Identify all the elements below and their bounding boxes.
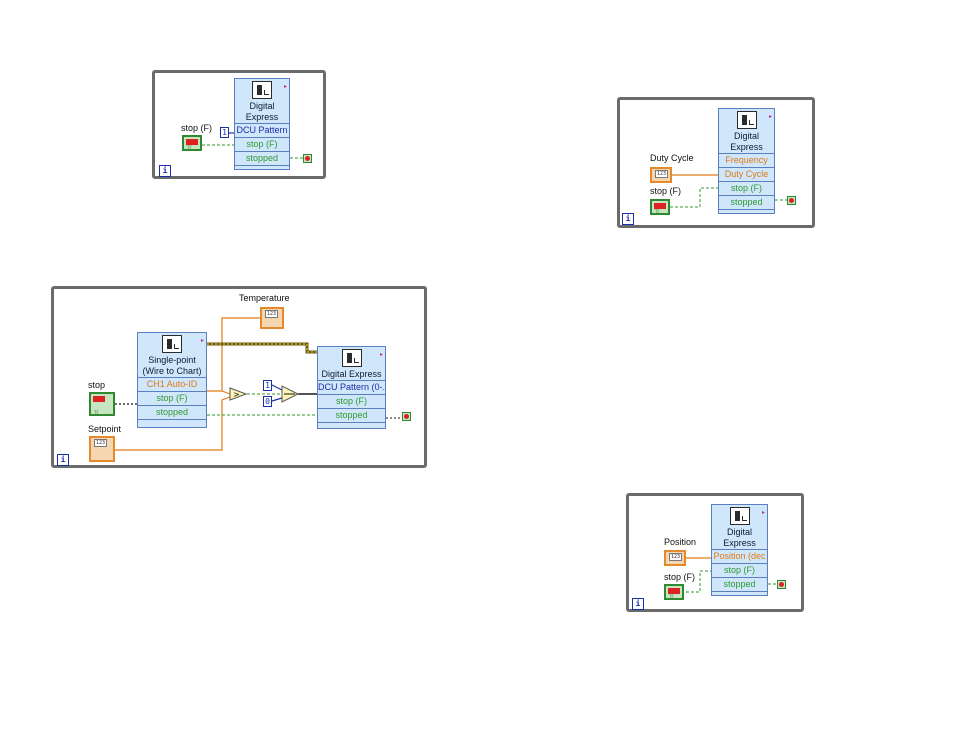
express-expand-handle[interactable]: [138, 419, 206, 426]
digital-express-icon: [252, 81, 272, 99]
express-block-header: Digital Express: [719, 111, 774, 153]
digital-express-icon: [341, 349, 362, 367]
stop-indicator[interactable]: [787, 196, 796, 205]
express-block-header: Digital Express: [318, 349, 385, 380]
express-row-stop[interactable]: stop (F): [318, 394, 385, 408]
stop-control-label: stop: [88, 380, 106, 390]
express-row-stopped[interactable]: stopped: [712, 577, 767, 591]
express-row-dcu-pattern[interactable]: DCU Pattern: [235, 123, 289, 135]
numeric-constant[interactable]: 1: [220, 127, 229, 138]
numeric-constant-0[interactable]: 0: [263, 396, 272, 407]
express-block-header: Single-point (Wire to Chart): [138, 335, 206, 377]
duty-cycle-label: Duty Cycle: [650, 153, 694, 163]
iteration-terminal: i: [632, 598, 644, 610]
digital-express-block-1[interactable]: ▸ Digital Express DCU Pattern stop (F) s…: [234, 78, 290, 170]
while-loop-2: [617, 97, 815, 228]
position-label: Position: [664, 537, 697, 547]
stop-indicator[interactable]: [777, 580, 786, 589]
express-expand-handle[interactable]: [719, 209, 774, 216]
position-control[interactable]: [664, 550, 686, 566]
setpoint-label: Setpoint: [88, 424, 122, 434]
stop-control-label: stop (F): [650, 186, 682, 196]
temperature-indicator[interactable]: [260, 307, 284, 329]
express-row-ch1[interactable]: CH1 Auto-ID: [138, 377, 206, 391]
numeric-constant-1[interactable]: 1: [263, 380, 272, 391]
terminal-mark-icon: ▸: [761, 510, 765, 516]
express-block-title: Digital Express: [730, 131, 763, 152]
terminal-mark-icon: ▸: [768, 114, 772, 120]
terminal-mark-icon: ▸: [200, 338, 204, 344]
digital-express-block-2[interactable]: ▸ Digital Express Frequency Duty Cycle s…: [718, 108, 775, 214]
express-block-header: Digital Express: [235, 81, 289, 123]
express-row-stopped[interactable]: stopped: [138, 405, 206, 419]
express-expand-handle[interactable]: [318, 422, 385, 429]
express-row-dcu-pattern[interactable]: DCU Pattern (0-...: [318, 380, 385, 392]
express-row-stop[interactable]: stop (F): [235, 137, 289, 151]
daq-assistant-icon: [162, 335, 182, 353]
express-row-stopped[interactable]: stopped: [719, 195, 774, 209]
express-row-stopped[interactable]: stopped: [235, 151, 289, 165]
iteration-terminal: i: [622, 213, 634, 225]
express-row-stopped[interactable]: stopped: [318, 408, 385, 422]
stop-indicator[interactable]: [303, 154, 312, 163]
setpoint-control[interactable]: [89, 436, 115, 462]
digital-express-block-4[interactable]: ▸ Digital Express Position (dec stop (F)…: [711, 504, 768, 596]
digital-express-icon: [736, 111, 757, 129]
terminal-mark-icon: ▸: [379, 352, 383, 358]
terminal-mark-icon: ▸: [283, 84, 287, 90]
express-row-position[interactable]: Position (dec: [712, 549, 767, 561]
express-block-title: Digital Express: [321, 369, 382, 379]
express-block-title: Single-point (Wire to Chart): [142, 355, 202, 376]
digital-express-block-3[interactable]: ▸ Digital Express DCU Pattern (0-... sto…: [317, 346, 386, 429]
stop-boolean-control[interactable]: [664, 584, 684, 600]
express-row-duty-cycle[interactable]: Duty Cycle: [719, 167, 774, 181]
express-expand-handle[interactable]: [712, 591, 767, 598]
temperature-label: Temperature: [239, 293, 290, 303]
iteration-terminal: i: [159, 165, 171, 177]
express-row-frequency[interactable]: Frequency: [719, 153, 774, 167]
digital-express-icon: [729, 507, 750, 525]
express-row-stop[interactable]: stop (F): [719, 181, 774, 195]
stop-control-label: stop (F): [181, 123, 213, 133]
stop-boolean-control[interactable]: [89, 392, 115, 416]
stop-boolean-control[interactable]: [182, 135, 202, 151]
stop-boolean-control[interactable]: [650, 199, 670, 215]
express-block-header: Digital Express: [712, 507, 767, 549]
express-row-stop[interactable]: stop (F): [712, 563, 767, 577]
express-expand-handle[interactable]: [235, 165, 289, 172]
stop-indicator[interactable]: [402, 412, 411, 421]
single-point-block[interactable]: ▸ Single-point (Wire to Chart) CH1 Auto-…: [137, 332, 207, 428]
stop-control-label: stop (F): [664, 572, 696, 582]
iteration-terminal: i: [57, 454, 69, 466]
express-block-title: Digital Express: [723, 527, 756, 548]
express-block-title: Digital Express: [245, 101, 279, 122]
express-row-stop[interactable]: stop (F): [138, 391, 206, 405]
duty-cycle-control[interactable]: [650, 167, 672, 183]
